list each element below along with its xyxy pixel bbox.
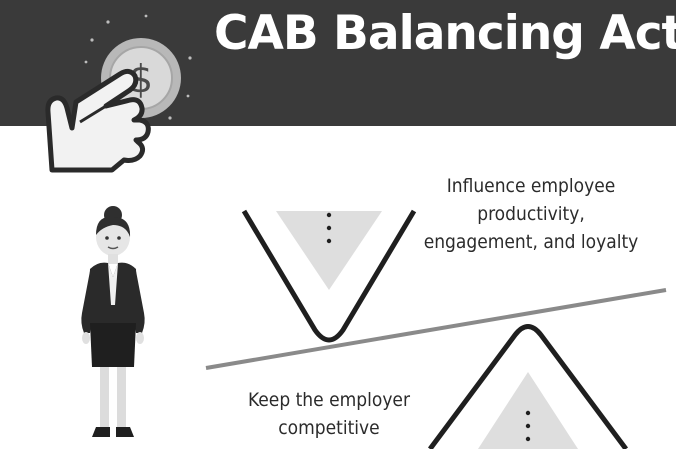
businesswoman-illustration <box>81 206 145 437</box>
balance-beam-line <box>205 288 667 370</box>
page-title: CAB Balancing Act <box>214 6 676 61</box>
hand-icon <box>45 68 151 173</box>
inverted-triangle-shape <box>241 209 417 343</box>
caption-employee-influence: Influence employee productivity, engagem… <box>423 175 639 253</box>
upright-triangle-shape <box>427 324 629 449</box>
caption-employer-competitive: Keep the employer competitive <box>248 389 410 439</box>
hand-pressing-coin-icon: $ <box>45 14 192 173</box>
sparkle-dots-icon <box>84 14 192 120</box>
